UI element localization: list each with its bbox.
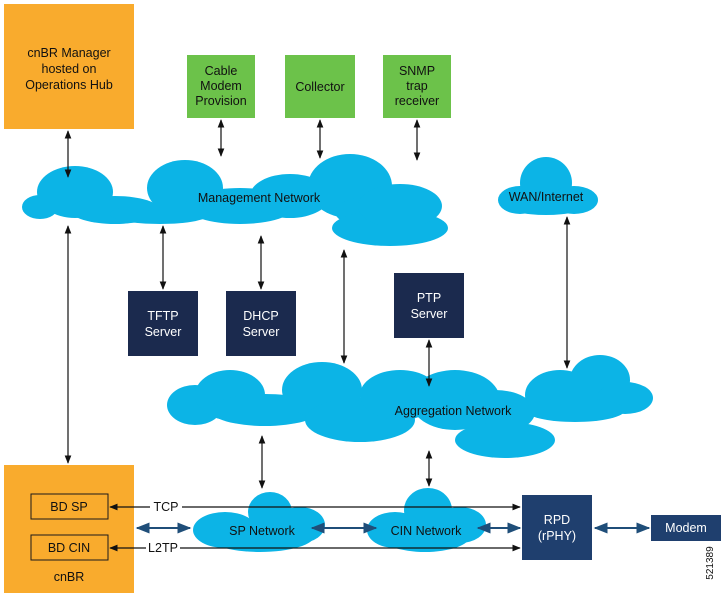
modem-box <box>651 515 721 541</box>
cable-modem-provision-label-2: Modem <box>200 79 242 93</box>
modem-label: Modem <box>665 521 707 535</box>
connectors <box>64 119 571 552</box>
snmp-label-2: trap <box>406 79 428 93</box>
cnbr-manager-box <box>4 4 134 129</box>
snmp-label-3: receiver <box>395 94 439 108</box>
cnbr-box <box>4 465 134 593</box>
aggregation-network-label: Aggregation Network <box>395 404 512 418</box>
ptp-label-1: PTP <box>417 291 441 305</box>
cin-network-cloud <box>367 488 486 552</box>
collector-box <box>285 55 355 118</box>
tftp-label-2: Server <box>145 325 182 339</box>
cnbr-manager-label-3: Operations Hub <box>25 78 113 92</box>
rpd-box <box>522 495 592 560</box>
management-network-cloud <box>22 154 448 246</box>
management-network-label: Management Network <box>198 191 321 205</box>
snmp-label-1: SNMP <box>399 64 435 78</box>
cable-modem-provision-label-3: Provision <box>195 94 246 108</box>
cnbr-label: cnBR <box>54 570 85 584</box>
cable-modem-provision-box <box>187 55 255 118</box>
figure-id: 521389 <box>705 546 716 580</box>
ptp-label-2: Server <box>411 307 448 321</box>
bd-cin-box <box>30 534 109 561</box>
dhcp-label-1: DHCP <box>243 309 278 323</box>
wan-internet-label: WAN/Internet <box>509 190 584 204</box>
tftp-label-1: TFTP <box>147 309 178 323</box>
tcp-label: TCP <box>154 500 179 514</box>
sp-network-label: SP Network <box>229 524 296 538</box>
aggregation-network-cloud <box>167 355 653 458</box>
rpd-label-2: (rPHY) <box>538 529 576 543</box>
l2tp-label: L2TP <box>148 541 178 555</box>
dhcp-server-box <box>226 291 296 356</box>
collector-label: Collector <box>295 80 344 94</box>
cnbr-manager-label-2: hosted on <box>42 62 97 76</box>
dhcp-label-2: Server <box>243 325 280 339</box>
snmp-trap-receiver-box <box>383 55 451 118</box>
bd-sp-label: BD SP <box>50 500 88 514</box>
bd-sp-box <box>30 493 109 520</box>
bd-cin-label: BD CIN <box>48 541 90 555</box>
sp-network-cloud <box>193 492 325 552</box>
tftp-server-box <box>128 291 198 356</box>
rpd-label-1: RPD <box>544 513 570 527</box>
cable-modem-provision-label-1: Cable <box>205 64 238 78</box>
cnbr-manager-label-1: cnBR Manager <box>27 46 110 60</box>
cin-network-label: CIN Network <box>391 524 463 538</box>
ptp-server-box <box>394 273 464 338</box>
wan-internet-cloud <box>498 157 598 215</box>
